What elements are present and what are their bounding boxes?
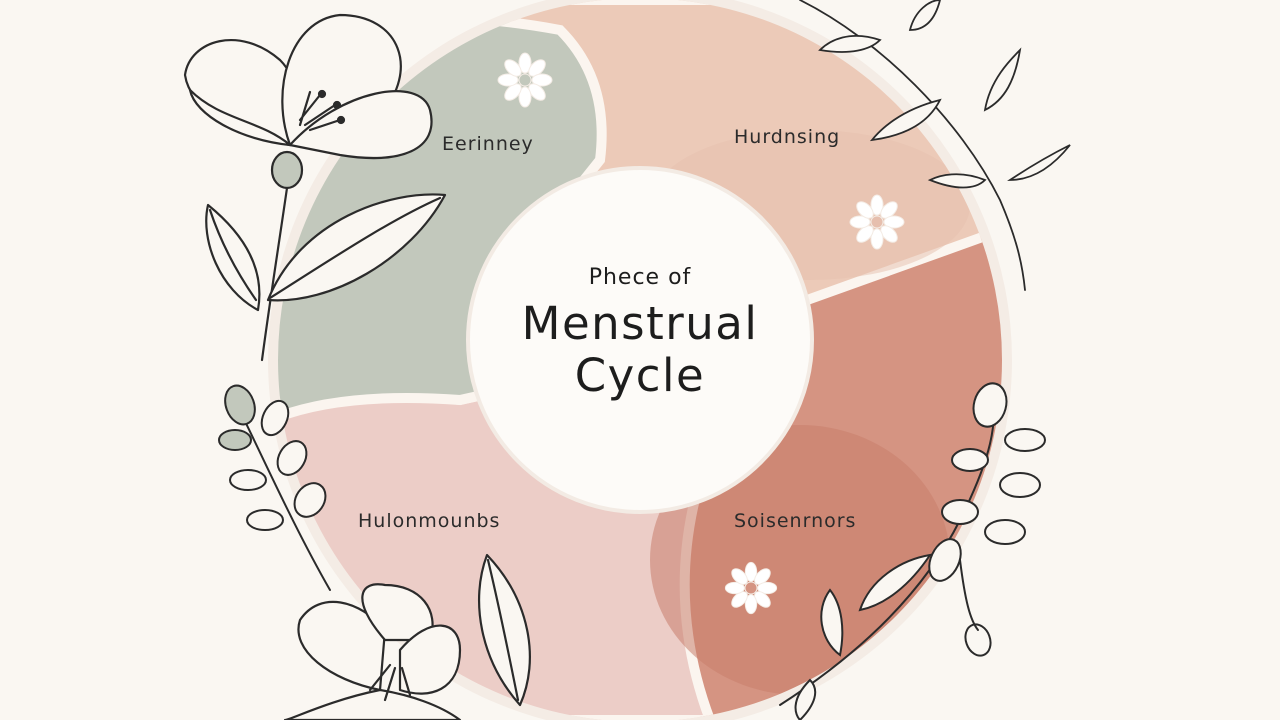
diagram-title-line1: Menstrual — [521, 297, 759, 350]
branch-top-right — [799, 0, 1071, 291]
flower-icon — [724, 561, 778, 615]
diagram-subtitle: Phece of — [588, 265, 692, 290]
flower-icon — [497, 52, 553, 108]
phase-label-3: Hulonmounbs — [358, 510, 501, 532]
diagram-title-line2: Cycle — [574, 349, 706, 402]
phase-label-2: Hurdnsing — [734, 126, 841, 148]
vine-bottom-right — [779, 382, 1046, 720]
center-circle — [466, 166, 814, 514]
botanical-flower-bottom — [283, 553, 531, 720]
leaf-sprig-left — [218, 384, 331, 591]
phase-label-1: Eerinney — [442, 133, 534, 155]
phase-label-4: Soisenrnors — [734, 510, 857, 532]
botanical-illustration — [183, 13, 447, 362]
flower-icon — [849, 194, 905, 250]
center-title-block: Phece of Menstrual Cycle — [470, 265, 810, 402]
terracotta-lobe — [650, 425, 950, 695]
